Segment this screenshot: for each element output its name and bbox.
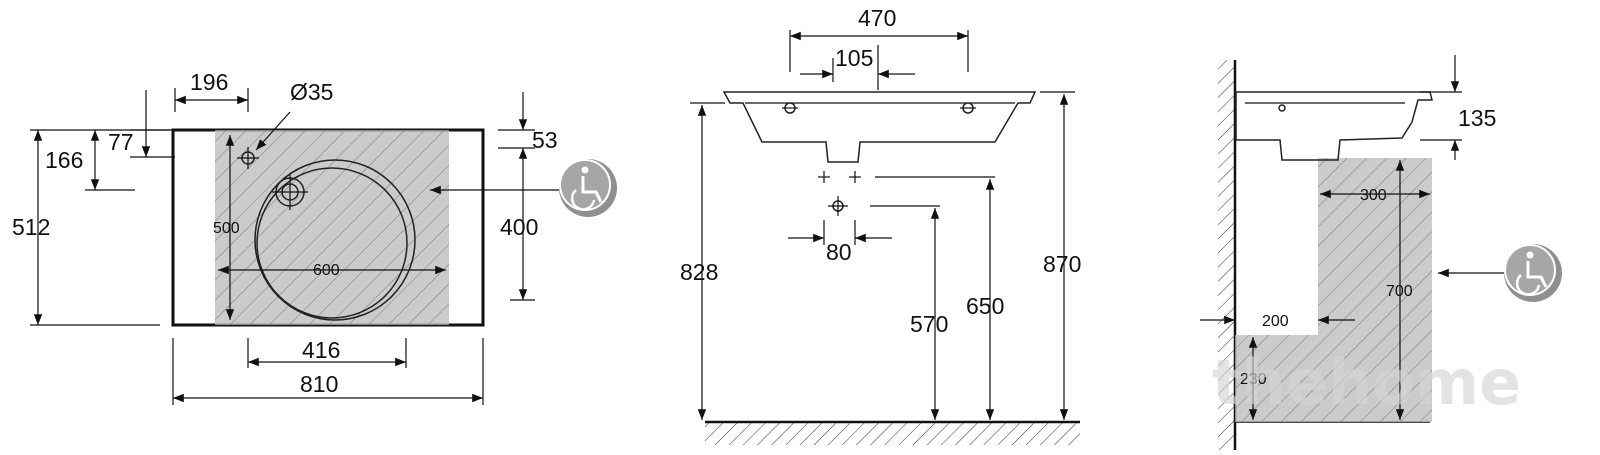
svg-text:700: 700 bbox=[1386, 283, 1413, 300]
dim-height-870: 870 bbox=[1043, 251, 1081, 277]
dim-knee-depth: 300 bbox=[1360, 187, 1387, 204]
bowl-outline bbox=[254, 159, 416, 321]
dim-height-828: 828 bbox=[680, 259, 718, 285]
basin-side-outline bbox=[1235, 91, 1433, 161]
dim-toe-height: 230 bbox=[1240, 371, 1267, 388]
dim-tap-offset-x: 196 bbox=[190, 69, 228, 95]
floor-hatch bbox=[705, 423, 1080, 445]
side-view: 135 300 700 200 230 bbox=[1200, 55, 1562, 450]
dim-depth: 512 bbox=[12, 214, 50, 240]
dim-top-width: 470 bbox=[858, 5, 896, 31]
dim-hole-spacing: 105 bbox=[835, 45, 873, 71]
dim-height-650: 650 bbox=[966, 293, 1004, 319]
watermark: thehome bbox=[1212, 346, 1521, 419]
basin-front-outline bbox=[722, 91, 1037, 163]
bowl-inner-outline bbox=[256, 167, 408, 319]
dim-height-570: 570 bbox=[910, 311, 948, 337]
dim-tap-edge: 77 bbox=[108, 129, 134, 155]
dim-bowl-width: 416 bbox=[302, 337, 340, 363]
dim-access-height: 500 bbox=[213, 220, 240, 237]
dim-access-depth: 400 bbox=[500, 214, 538, 240]
dim-tap-hole: Ø35 bbox=[290, 79, 333, 105]
wall-hatch bbox=[1218, 60, 1234, 450]
supply-point-icon bbox=[818, 171, 861, 183]
wheelchair-accessibility-icon bbox=[559, 159, 617, 217]
dim-tap-offset-y: 166 bbox=[45, 147, 83, 173]
drain-point-icon bbox=[828, 196, 848, 216]
dim-front-gap: 53 bbox=[532, 127, 558, 153]
dim-width: 810 bbox=[300, 371, 338, 397]
dim-access-width: 600 bbox=[313, 262, 340, 279]
front-view: 470 105 80 828 570 bbox=[680, 5, 1081, 445]
plan-view: Ø35 196 77 166 512 500 600 53 400 bbox=[12, 69, 617, 405]
dim-toe-depth: 200 bbox=[1262, 313, 1289, 330]
dim-bowl-depth: 135 bbox=[1458, 105, 1496, 131]
dim-drain-spacing: 80 bbox=[826, 239, 852, 265]
wheelchair-accessibility-icon bbox=[1504, 244, 1562, 302]
